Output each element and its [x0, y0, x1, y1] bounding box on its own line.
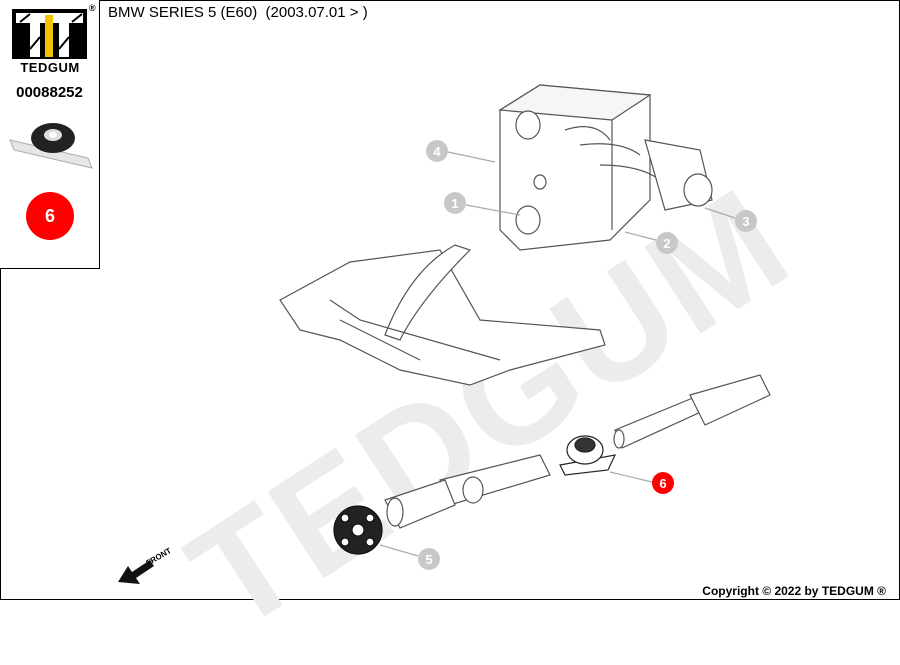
callout-3[interactable]: 3: [735, 210, 757, 232]
subframe-drawing: [279, 244, 606, 386]
part-number: 00088252: [16, 84, 83, 101]
brand-name: TEDGUM: [20, 60, 80, 75]
center-bearing-drawing: [559, 435, 617, 476]
callout-5[interactable]: 5: [418, 548, 440, 570]
part-thumbnail: [9, 123, 93, 169]
vehicle-title: BMW SERIES 5 (E60) (2003.07.01 > ): [108, 4, 368, 21]
part-sidebar: ® TEDGUM 00088252 6: [0, 0, 100, 269]
registered-mark: ®: [89, 3, 96, 13]
callout-2[interactable]: 2: [656, 232, 678, 254]
callout-4[interactable]: 4: [426, 140, 448, 162]
engine-drawing: [498, 84, 713, 251]
front-label: FRONT: [145, 546, 173, 568]
exploded-diagram: FRONT: [118, 84, 771, 584]
copyright: Copyright © 2022 by TEDGUM ®: [702, 584, 886, 598]
driveshaft-drawing: [384, 374, 771, 529]
leader-lines: [379, 151, 736, 557]
callout-6[interactable]: 6: [652, 472, 674, 494]
flex-disc-drawing: [333, 505, 383, 555]
tedgum-logo-icon: [12, 9, 87, 59]
callout-1[interactable]: 1: [444, 192, 466, 214]
position-badge: 6: [26, 192, 74, 240]
front-arrow-icon: FRONT: [118, 546, 173, 584]
